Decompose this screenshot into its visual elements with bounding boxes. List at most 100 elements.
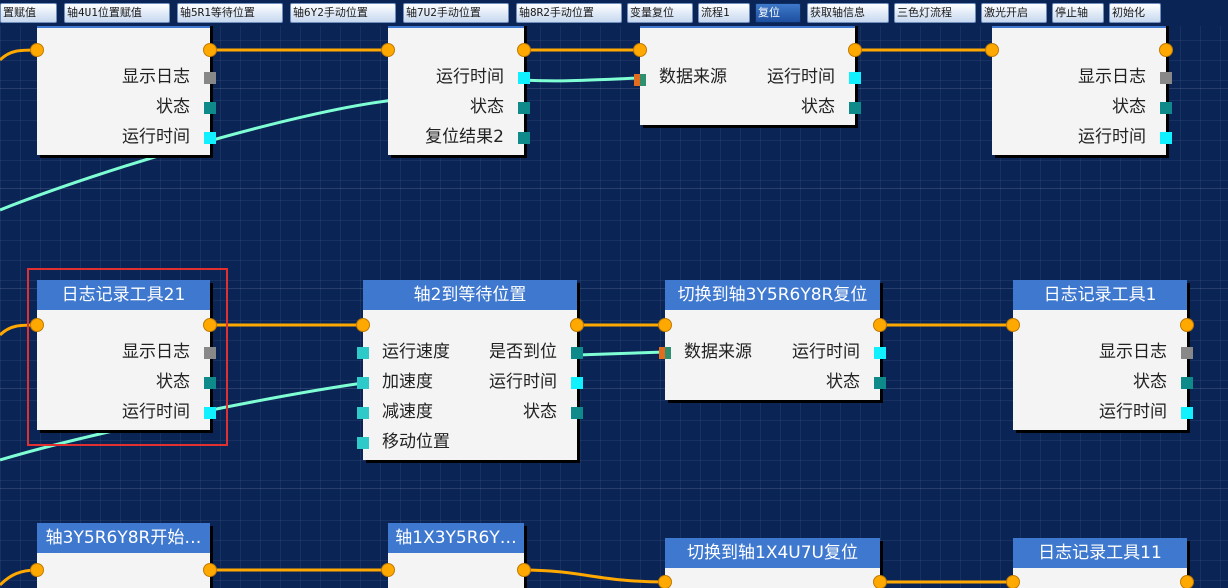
port-label-status: 状态 [1112,97,1146,117]
exec-out-port[interactable] [1180,318,1194,332]
port-status[interactable] [1181,377,1193,389]
port-label-acceleration: 加速度 [382,372,433,392]
exec-in-port[interactable] [381,43,395,57]
tab-13[interactable]: 初始化 [1109,3,1161,23]
node-title: 切换到轴1X4U7U复位 [665,538,880,568]
port-runtime[interactable] [1181,407,1193,419]
node-axis1-move[interactable]: 轴1X3Y5R6Y… [388,523,524,588]
tab-1[interactable]: 轴4U1位置赋值 [64,3,170,23]
port-label-show-log: 显示日志 [1078,67,1146,87]
exec-in-port[interactable] [1006,318,1020,332]
port-status[interactable] [204,377,216,389]
node-axis3-start[interactable]: 轴3Y5R6Y8R开始… [37,523,210,588]
port-data-source[interactable] [659,347,671,359]
exec-in-port[interactable] [633,43,647,57]
port-show-log[interactable] [1181,347,1193,359]
data-wire [522,76,641,83]
port-label-runtime: 运行时间 [436,67,504,87]
exec-in-port[interactable] [985,43,999,57]
exec-out-port[interactable] [570,318,584,332]
port-runtime[interactable] [849,72,861,84]
port-speed[interactable] [357,347,369,359]
port-label-runtime: 运行时间 [1099,402,1167,422]
node-log11[interactable]: 日志记录工具11 [1013,538,1187,588]
node-log21[interactable]: 日志记录工具21 显示日志 状态 运行时间 [37,280,216,430]
tab-4[interactable]: 轴7U2手动位置 [403,3,509,23]
port-deceleration[interactable] [357,407,369,419]
tab-2[interactable]: 轴5R1等待位置 [177,3,283,23]
port-label-speed: 运行速度 [382,342,450,362]
node-switch-top[interactable]: 数据来源 运行时间 状态 [634,20,861,125]
exec-out-port[interactable] [203,43,217,57]
port-acceleration[interactable] [357,377,369,389]
port-label-runtime: 运行时间 [122,127,190,147]
port-status[interactable] [518,102,530,114]
node-title: 轴3Y5R6Y8R开始… [37,523,210,553]
node-switch-axis1[interactable]: 切换到轴1X4U7U复位 [665,538,880,588]
exec-out-port[interactable] [517,563,531,577]
tab-8-active[interactable]: 复位 [755,3,801,23]
port-runtime[interactable] [518,72,530,84]
port-reset-result[interactable] [518,132,530,144]
port-status[interactable] [571,407,583,419]
port-show-log[interactable] [204,347,216,359]
exec-out-port[interactable] [873,575,887,588]
node-switch-axis3[interactable]: 切换到轴3Y5R6Y8R复位 数据来源 运行时间 状态 [659,280,886,400]
node-title: 日志记录工具1 [1013,280,1187,310]
node-log-top-left[interactable]: 显示日志 状态 运行时间 [37,20,216,155]
tab-0[interactable]: 置赋值 [0,3,57,23]
port-label-move-position: 移动位置 [382,432,450,452]
tab-12[interactable]: 停止轴 [1052,3,1104,23]
tab-11[interactable]: 激光开启 [981,3,1047,23]
port-label-in-position: 是否到位 [489,342,557,362]
tab-10[interactable]: 三色灯流程 [894,3,976,23]
exec-in-port[interactable] [30,563,44,577]
tab-6[interactable]: 变量复位 [627,3,693,23]
port-status[interactable] [849,102,861,114]
exec-in-port[interactable] [30,318,44,332]
tab-5[interactable]: 轴8R2手动位置 [516,3,622,23]
exec-in-port[interactable] [658,318,672,332]
port-label-show-log: 显示日志 [122,67,190,87]
port-runtime[interactable] [204,132,216,144]
flow-tab-bar: 置赋值 轴4U1位置赋值 轴5R1等待位置 轴6Y2手动位置 轴7U2手动位置 … [0,0,1228,26]
port-show-log[interactable] [1160,72,1172,84]
exec-wire [522,568,666,584]
port-in-position[interactable] [571,347,583,359]
port-show-log[interactable] [204,72,216,84]
exec-out-port[interactable] [1159,43,1173,57]
node-title: 日志记录工具21 [37,280,210,310]
port-runtime[interactable] [571,377,583,389]
port-data-source[interactable] [634,74,646,86]
port-move-position[interactable] [357,437,369,449]
exec-out-port[interactable] [203,563,217,577]
node-log-top-right[interactable]: 显示日志 状态 运行时间 [992,20,1172,155]
exec-in-port[interactable] [658,575,672,588]
node-log1[interactable]: 日志记录工具1 显示日志 状态 运行时间 [1013,280,1193,430]
port-runtime[interactable] [204,407,216,419]
port-label-show-log: 显示日志 [122,342,190,362]
exec-in-port[interactable] [381,563,395,577]
node-reset-top[interactable]: 运行时间 状态 复位结果2 [388,20,530,155]
port-status[interactable] [874,377,886,389]
port-status[interactable] [204,102,216,114]
tab-7[interactable]: 流程1 [698,3,750,23]
exec-in-port[interactable] [30,43,44,57]
port-runtime[interactable] [874,347,886,359]
port-runtime[interactable] [1160,132,1172,144]
port-status[interactable] [1160,102,1172,114]
exec-out-port[interactable] [203,318,217,332]
tab-3[interactable]: 轴6Y2手动位置 [290,3,396,23]
exec-out-port[interactable] [873,318,887,332]
node-axis2-wait[interactable]: 轴2到等待位置 运行速度 加速度 减速度 移动位置 是否到位 运行时间 状态 [357,280,583,460]
exec-in-port[interactable] [1006,575,1020,588]
node-title: 日志记录工具11 [1013,538,1187,568]
tab-9[interactable]: 获取轴信息 [807,3,889,23]
exec-out-port[interactable] [517,43,531,57]
port-label-deceleration: 减速度 [382,402,433,422]
exec-out-port[interactable] [1180,575,1194,588]
exec-out-port[interactable] [848,43,862,57]
exec-in-port[interactable] [356,318,370,332]
node-title: 切换到轴3Y5R6Y8R复位 [665,280,880,310]
